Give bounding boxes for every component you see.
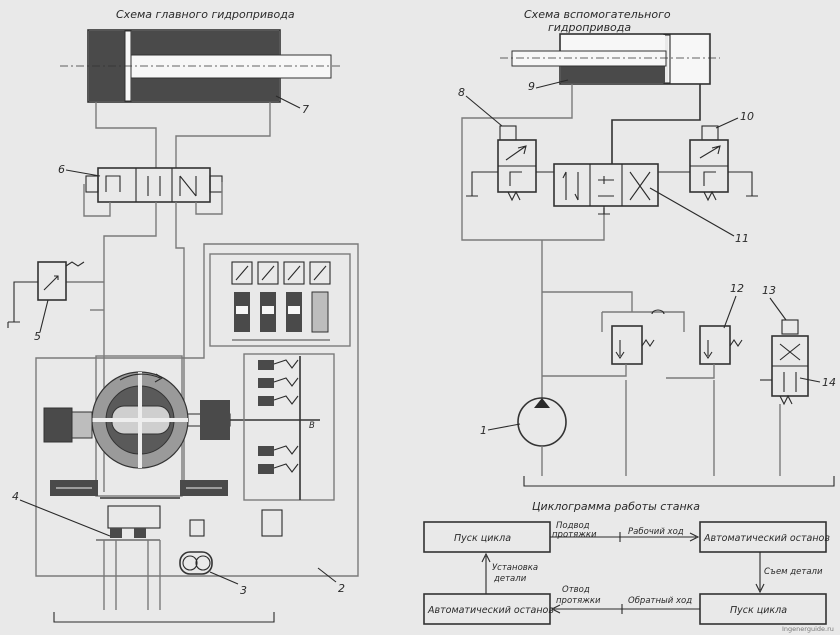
box-auto-stop-bottom	[423, 593, 551, 625]
aux-distributor-11	[553, 163, 659, 215]
aux-pump-1	[517, 397, 567, 447]
solenoid-valve-8	[466, 125, 554, 202]
label-9: 9	[528, 80, 535, 93]
box-auto-stop-bottom-text: Автоматический останов	[427, 605, 554, 616]
check-valve	[189, 519, 205, 537]
label-3: 3	[240, 584, 247, 597]
label-12: 12	[730, 282, 744, 295]
lower-distributor-row	[50, 480, 228, 541]
control-valves-block	[209, 253, 351, 347]
svg-text:Рабочий ход: Рабочий ход	[628, 527, 684, 537]
main-cylinder	[60, 29, 340, 109]
svg-text:Съем детали: Съем детали	[764, 567, 823, 577]
title-main-drive: Схема главного гидропривода	[116, 8, 295, 21]
watermark: Ingenerguide.ru	[782, 625, 834, 633]
solenoid-valve-13	[760, 319, 809, 406]
gear-pump-3	[179, 551, 213, 575]
svg-text:протяжки: протяжки	[552, 530, 597, 540]
box-auto-stop-top	[699, 521, 827, 553]
box-auto-stop-top-text: Автоматический останов	[703, 533, 830, 544]
relief-valve-5	[7, 261, 85, 328]
solenoid-valve-10	[658, 125, 758, 202]
label-10: 10	[740, 110, 754, 123]
svg-text:протяжки: протяжки	[556, 596, 601, 606]
svg-text:Установка: Установка	[492, 563, 538, 573]
label-2: 2	[338, 582, 345, 595]
cyclogram-diagram: Пуск цикла Автоматический останов Автома…	[423, 521, 830, 625]
title-aux-drive-1: Схема вспомогательного	[524, 8, 671, 21]
box-start-bottom-text: Пуск цикла	[730, 605, 787, 616]
label-11: 11	[735, 232, 749, 245]
svg-text:детали: детали	[493, 574, 527, 584]
title-aux-drive-2: гидропривода	[548, 21, 631, 34]
label-14: 14	[822, 376, 836, 389]
main-distributor	[85, 167, 223, 203]
aux-cylinder	[500, 33, 720, 85]
label-13: 13	[762, 284, 776, 297]
label-7: 7	[302, 103, 309, 116]
svg-text:B: B	[309, 421, 315, 431]
control-mechanism: B	[243, 353, 335, 501]
svg-text:Отвод: Отвод	[562, 585, 590, 595]
label-8: 8	[458, 86, 465, 99]
box-start-top-text: Пуск цикла	[454, 533, 511, 544]
svg-text:Подвод: Подвод	[556, 521, 590, 531]
label-1: 1	[480, 424, 487, 437]
pump-housing-frame	[35, 243, 359, 577]
small-valve-right	[261, 509, 283, 537]
title-cyclogram: Циклограмма работы станка	[532, 500, 700, 513]
label-5: 5	[34, 330, 41, 343]
label-6: 6	[58, 163, 65, 176]
label-4: 4	[12, 490, 19, 503]
relief-valves-12	[542, 325, 743, 379]
svg-text:Обратный ход: Обратный ход	[628, 596, 692, 606]
pump-rotor	[43, 355, 320, 497]
